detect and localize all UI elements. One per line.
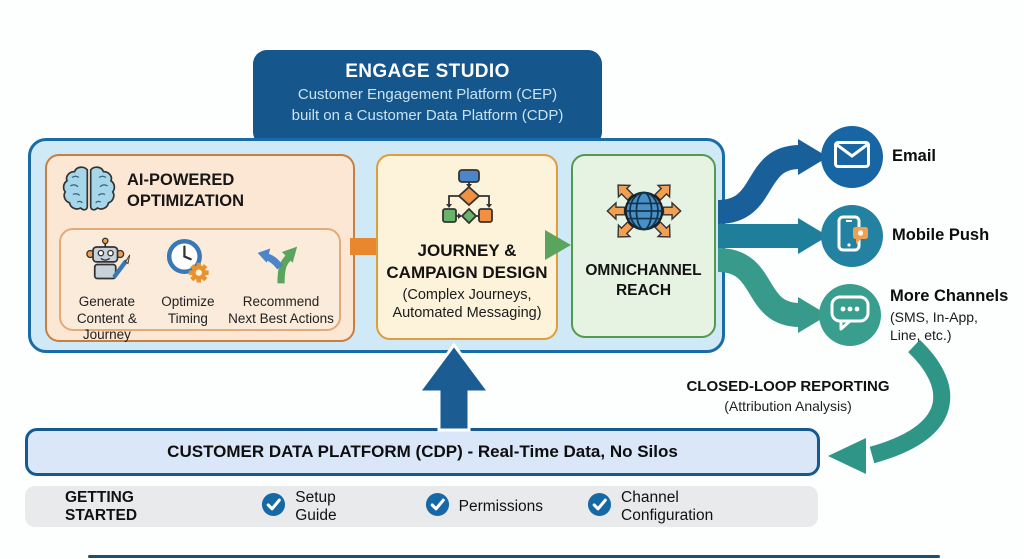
check-icon	[425, 492, 450, 522]
closed-loop-title: CLOSED-LOOP REPORTING	[686, 378, 890, 395]
ai-feature-label: Generate Content & Journey	[76, 294, 137, 342]
omnichannel-box: OMNICHANNEL REACH	[571, 154, 716, 338]
globe-arrows-icon	[603, 170, 685, 257]
ai-box-header: AI-POWERED OPTIMIZATION	[47, 156, 353, 218]
engage-studio-header: ENGAGE STUDIO Customer Engagement Platfo…	[253, 50, 602, 146]
getting-started-title: GETTING STARTED	[65, 488, 138, 524]
cdp-bar-label: CUSTOMER DATA PLATFORM (CDP) - Real-Time…	[167, 442, 678, 461]
getting-started-item-permissions: Permissions	[425, 492, 543, 522]
brain-icon	[61, 164, 117, 218]
clock-gear-icon	[160, 235, 216, 292]
mobile-push-label: Mobile Push	[892, 226, 990, 244]
closed-loop-subtitle: (Attribution Analysis)	[724, 398, 852, 414]
ai-features-group: Generate Content & Journey	[59, 228, 341, 342]
cdp-bar: CUSTOMER DATA PLATFORM (CDP) - Real-Time…	[25, 428, 820, 476]
journey-box-subtitle: (Complex Journeys, Automated Messaging)	[392, 287, 542, 321]
flow-connector-orange	[350, 238, 376, 255]
email-label: Email	[892, 147, 937, 165]
getting-started-item-label: Setup Guide	[295, 488, 337, 524]
omnichannel-box-title: OMNICHANNEL REACH	[585, 262, 702, 299]
getting-started-item-label: Channel Configuration	[621, 488, 714, 524]
mobile-push-icon	[832, 214, 872, 259]
mobile-push-arrow	[718, 218, 828, 254]
journey-box-title: JOURNEY & CAMPAIGN DESIGN	[386, 241, 548, 282]
ai-feature-timing: Optimize Timing	[149, 235, 227, 329]
email-arrow	[717, 139, 828, 224]
email-icon	[834, 141, 870, 173]
check-icon	[261, 492, 286, 522]
flow-arrow-green	[545, 230, 571, 260]
mobile-push-channel-badge	[821, 205, 883, 267]
more-channels-badge	[819, 284, 881, 346]
channel-arrows	[717, 139, 828, 333]
cdp-feed-arrow	[416, 342, 492, 432]
branching-arrows-icon	[253, 235, 309, 292]
header-subtitle-line1: Customer Engagement Platform (CEP)	[297, 86, 558, 103]
ai-feature-recommend: Recommend Next Best Actions	[227, 235, 335, 329]
robot-pencil-icon	[79, 235, 135, 292]
getting-started-item-setup-guide: Setup Guide	[261, 489, 380, 525]
header-subtitle-line2: built on a Customer Data Platform (CDP)	[291, 107, 564, 124]
flowchart-icon	[435, 168, 499, 233]
ai-feature-label: Recommend Next Best Actions	[228, 294, 334, 326]
journey-campaign-box: JOURNEY & CAMPAIGN DESIGN (Complex Journ…	[376, 154, 558, 340]
ai-feature-label: Optimize Timing	[161, 294, 215, 326]
getting-started-item-channel-configuration: Channel Configuration	[587, 489, 774, 525]
bottom-divider	[88, 555, 940, 558]
ai-feature-generate: Generate Content & Journey	[65, 235, 149, 342]
check-icon	[587, 492, 612, 522]
getting-started-item-label: Permissions	[458, 497, 544, 515]
more-channels-label: More Channels	[890, 287, 1009, 305]
closed-loop-reporting: CLOSED-LOOP REPORTING (Attribution Analy…	[683, 377, 893, 415]
ai-box-title: AI-POWERED OPTIMIZATION	[127, 171, 245, 210]
platform-container: AI-POWERED OPTIMIZATION	[28, 138, 725, 353]
email-channel-badge	[821, 126, 883, 188]
more-channels-sublabel: (SMS, In-App, Line, etc.)	[890, 309, 978, 343]
more-channels-arrow	[717, 248, 828, 333]
page-title: ENGAGE STUDIO	[345, 61, 510, 82]
chat-bubble-icon	[830, 295, 870, 336]
closed-loop-arrow	[828, 339, 951, 474]
getting-started-bar: GETTING STARTED Setup Guide Permissions	[25, 486, 818, 527]
ai-optimization-box: AI-POWERED OPTIMIZATION	[45, 154, 355, 342]
